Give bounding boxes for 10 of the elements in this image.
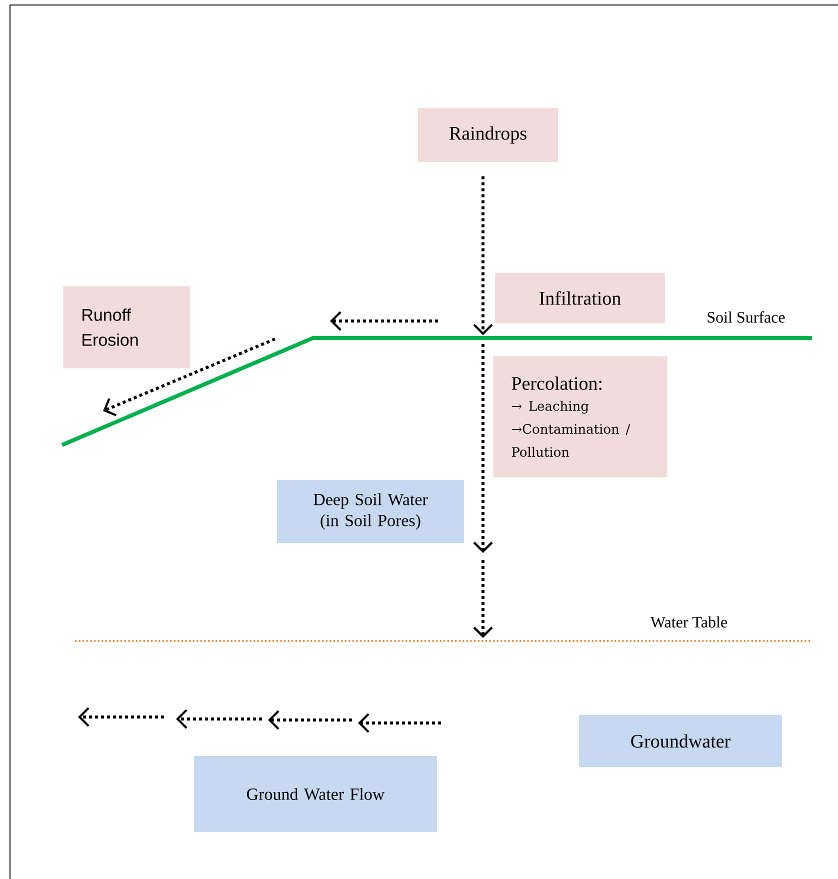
arrow [473, 176, 493, 336]
text-label: Soil Surface [708, 311, 785, 323]
process-box: Raindrops [418, 108, 558, 162]
process-box: Percolation: → Leaching →Contamination / Pollution [493, 356, 668, 478]
process-box: Groundwater [579, 715, 782, 767]
process-box: Deep Soil Water (in Soil Pores) [277, 480, 464, 543]
process-box: Runoff Erosion [63, 286, 190, 368]
text-label: Water Table [650, 616, 728, 628]
process-box: Infiltration [495, 273, 665, 323]
process-box: Ground Water Flow [194, 756, 437, 832]
